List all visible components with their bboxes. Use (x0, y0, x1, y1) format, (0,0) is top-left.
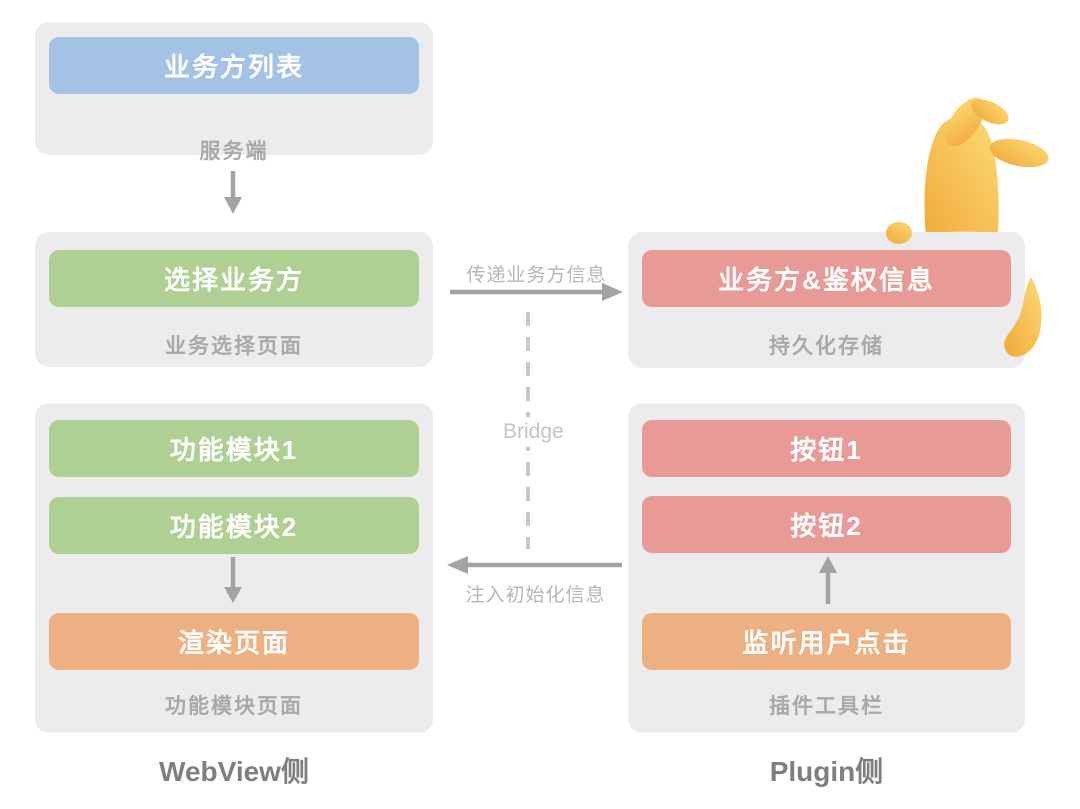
plugin-column-title: Plugin侧 (769, 756, 884, 787)
function-modules-panel: 功能模块1 功能模块2 渲染页面 功能模块页面 (35, 403, 433, 733)
render-page-box: 渲染页面 (49, 613, 419, 670)
rabbit-ear-left (945, 97, 985, 147)
inject-info-arrow (447, 556, 622, 574)
bridge-label: Bridge (496, 417, 571, 447)
server-to-select-arrow (224, 171, 242, 214)
auth-info-panel: 业务方&鉴权信息 持久化存储 (628, 232, 1025, 368)
server-panel-label: 服务端 (199, 140, 269, 163)
auth-panel-label: 持久化存储 (769, 335, 884, 358)
rabbit-body (918, 97, 1049, 250)
rabbit-ear-tip (971, 99, 1009, 125)
button1-box: 按钮1 (642, 420, 1011, 477)
toolbar-panel-label: 插件工具栏 (769, 695, 884, 718)
business-list-box: 业务方列表 (49, 37, 419, 94)
button2-box: 按钮2 (642, 496, 1011, 553)
select-business-panel: 选择业务方 业务选择页面 (35, 232, 433, 367)
plugin-toolbar-panel: 按钮1 按钮2 监听用户点击 插件工具栏 (628, 403, 1025, 733)
select-business-box: 选择业务方 (49, 250, 419, 307)
auth-info-box: 业务方&鉴权信息 (642, 250, 1011, 307)
modules-panel-label: 功能模块页面 (165, 695, 303, 718)
inject-info-label: 注入初始化信息 (465, 585, 606, 606)
select-panel-label: 业务选择页面 (165, 335, 303, 358)
module2-box: 功能模块2 (49, 497, 419, 554)
listen-click-box: 监听用户点击 (642, 613, 1011, 670)
module1-box: 功能模块1 (49, 420, 419, 477)
server-panel: 业务方列表 服务端 (35, 22, 433, 163)
pass-info-label: 传递业务方信息 (466, 265, 607, 286)
rabbit-ear-right (989, 138, 1049, 168)
webview-column-title: WebView侧 (159, 756, 309, 787)
